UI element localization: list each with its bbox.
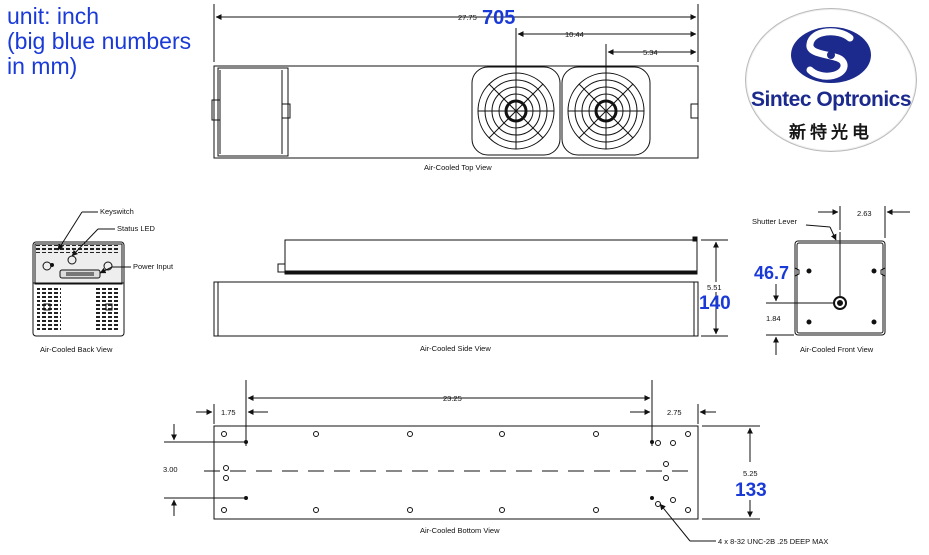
logo-swirl-icon: [791, 27, 871, 83]
front-view-caption: Air-Cooled Front View: [800, 345, 874, 354]
back-view-body: [32, 241, 125, 337]
dim-bottom-left: 1.75: [221, 408, 236, 417]
back-view-caption: Air-Cooled Back View: [40, 345, 113, 354]
unit-note-line-3: in mm): [7, 53, 78, 79]
dim-top-fan2: 5.34: [643, 48, 658, 57]
dim-front-width: 2.63: [857, 209, 872, 218]
keyswitch-label: Keyswitch: [100, 207, 134, 216]
top-view-left-panel: [217, 67, 289, 157]
top-view: [211, 4, 699, 159]
power-input-label: Power Input: [133, 262, 174, 271]
side-view-lower: [213, 281, 699, 337]
status-led-label: Status LED: [117, 224, 156, 233]
dim-top-fan1: 10.44: [565, 30, 584, 39]
unit-note-line-1: unit: inch: [7, 3, 100, 29]
shutter-lever-label: Shutter Lever: [752, 217, 798, 226]
back-view-leaders: [57, 211, 131, 274]
side-view-caption: Air-Cooled Side View: [420, 344, 491, 353]
dim-side-height-mm: 140: [699, 293, 731, 314]
dim-bottom-span: 23.25: [443, 394, 462, 403]
bottom-view-caption: Air-Cooled Bottom View: [420, 526, 500, 535]
dim-bottom-width: 5.25: [743, 469, 758, 478]
unit-note-line-2: (big blue numbers: [7, 28, 192, 54]
dim-bottom-mid: 3.00: [163, 465, 178, 474]
dim-side-height: 5.51: [707, 283, 722, 292]
top-view-fan-right: [561, 66, 651, 156]
dim-front-lower: 1.84: [766, 314, 781, 323]
top-view-fan-left: [471, 66, 561, 156]
bottom-view: [164, 380, 760, 542]
dim-top-length-mm: 705: [482, 7, 515, 29]
side-view: [213, 236, 728, 337]
dim-front-height-mm: 46.7: [754, 263, 789, 283]
side-view-upper: [284, 239, 698, 272]
bottom-view-holes: [221, 431, 691, 513]
logo-chinese-name: 新特光电: [789, 123, 873, 143]
dim-bottom-right: 2.75: [667, 408, 682, 417]
top-view-caption: Air-Cooled Top View: [424, 163, 492, 172]
dim-bottom-width-mm: 133: [735, 480, 767, 501]
thread-spec-label: 4 x 8-32 UNC-2B .25 DEEP MAX: [718, 537, 828, 546]
sintec-logo: Sintec Optronics 新特光电: [745, 8, 917, 152]
dim-top-length: 27.75: [458, 13, 477, 22]
front-view: [766, 206, 910, 355]
back-view: [32, 241, 125, 337]
bottom-view-body: [213, 425, 699, 520]
unit-note: unit: inch (big blue numbers in mm): [7, 4, 191, 79]
logo-company-name: Sintec Optronics: [750, 88, 912, 111]
